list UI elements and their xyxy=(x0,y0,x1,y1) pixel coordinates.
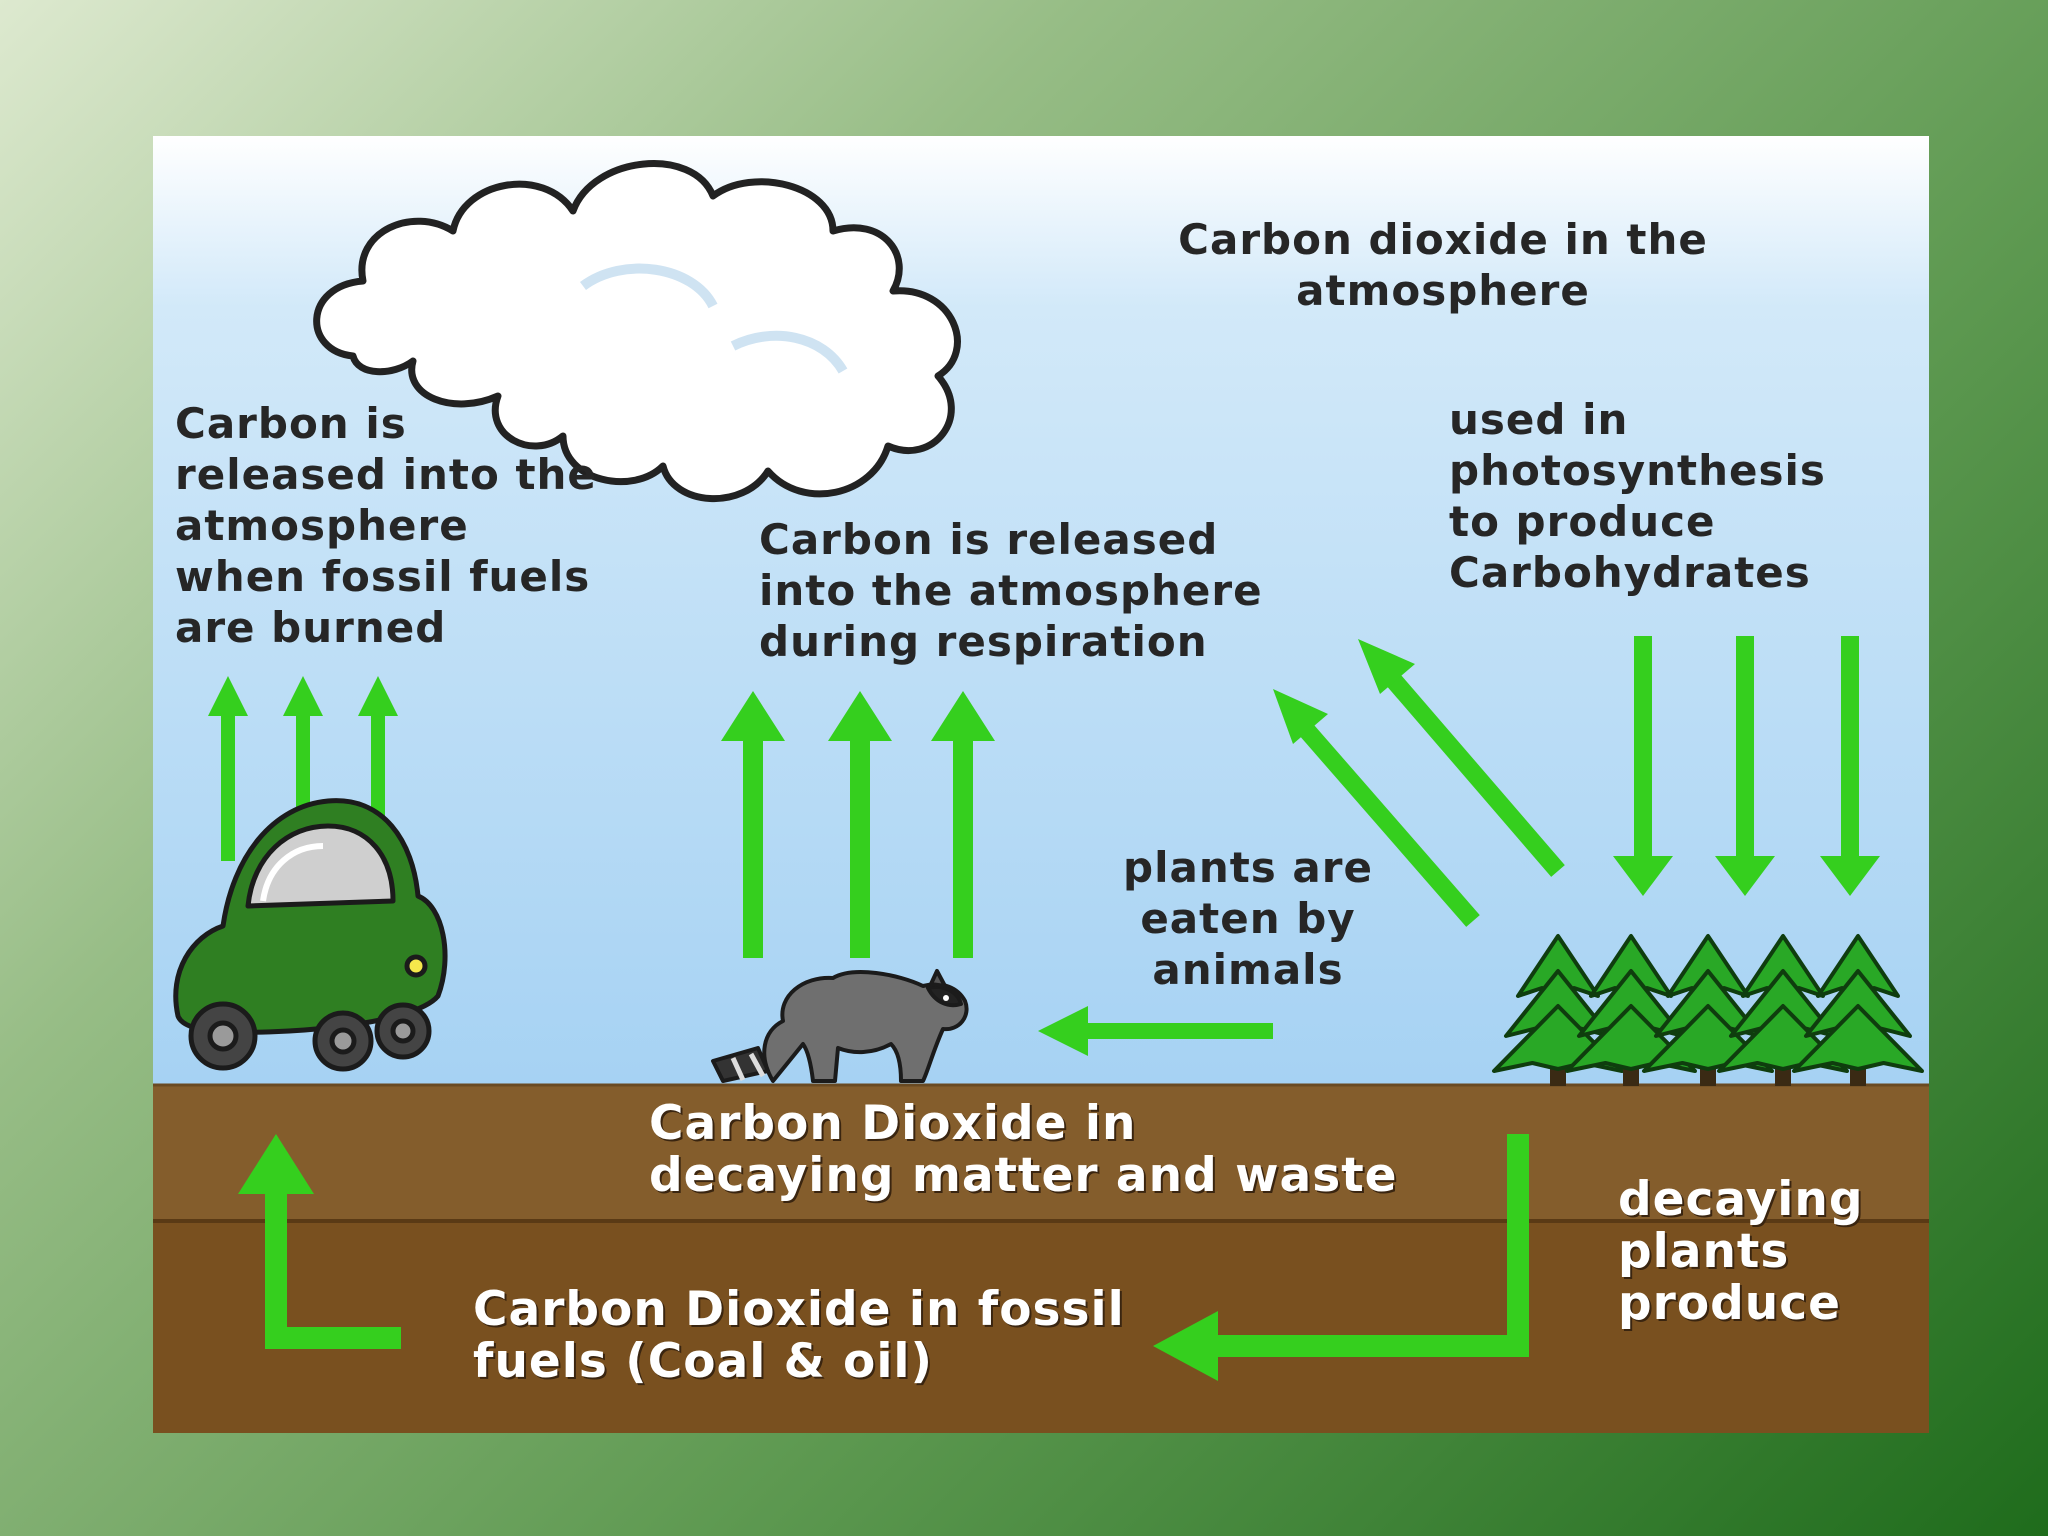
arrow-icon xyxy=(1715,856,1775,896)
car-icon xyxy=(173,798,448,1072)
arrow-icon xyxy=(931,691,995,741)
fossil-fuels-label: Carbon Dioxide in fossil fuels (Coal & o… xyxy=(473,1282,1125,1389)
photosynthesis-label: used in photosynthesis to produce Carboh… xyxy=(1449,395,1826,597)
respiration-label: Carbon is released into the atmosphere d… xyxy=(759,515,1263,666)
atmosphere-label: Carbon dioxide in the atmosphere xyxy=(1178,215,1708,315)
arrow-icon xyxy=(1383,670,1565,877)
arrow-icon xyxy=(358,676,398,716)
arrow-icon xyxy=(238,1134,314,1194)
arrow-icon xyxy=(1613,856,1673,896)
arrow-icon xyxy=(1273,689,1328,744)
decaying-matter-label: Carbon Dioxide in decaying matter and wa… xyxy=(649,1096,1398,1203)
soil-upper-layer xyxy=(153,1084,1929,1222)
raccoon-icon xyxy=(711,969,969,1083)
soil-lower-layer xyxy=(153,1220,1929,1433)
pine-tree-icon xyxy=(1792,934,1924,1086)
fossil-burning-label: Carbon is released into the atmosphere w… xyxy=(175,399,597,652)
arrow-icon xyxy=(1153,1311,1218,1381)
arrow-icon xyxy=(1038,1006,1088,1056)
diagram-illustration xyxy=(153,136,1929,1433)
arrow-icon xyxy=(1820,856,1880,896)
decaying-plants-label: decaying plants produce xyxy=(1618,1172,1864,1331)
carbon-cycle-diagram: Carbon dioxide in the atmosphere Carbon … xyxy=(153,136,1929,1433)
arrow-icon xyxy=(283,676,323,716)
arrow-icon xyxy=(1358,639,1415,694)
arrow-icon xyxy=(721,691,785,741)
cloud-icon xyxy=(313,160,961,503)
arrow-icon xyxy=(1296,720,1480,927)
arrow-icon xyxy=(828,691,892,741)
arrow-icon xyxy=(208,676,248,716)
eaten-label: plants are eaten by animals xyxy=(1123,843,1373,994)
tree-group xyxy=(1492,934,1924,1086)
arrow-icon xyxy=(1193,1134,1529,1357)
arrow-icon xyxy=(265,1186,401,1349)
